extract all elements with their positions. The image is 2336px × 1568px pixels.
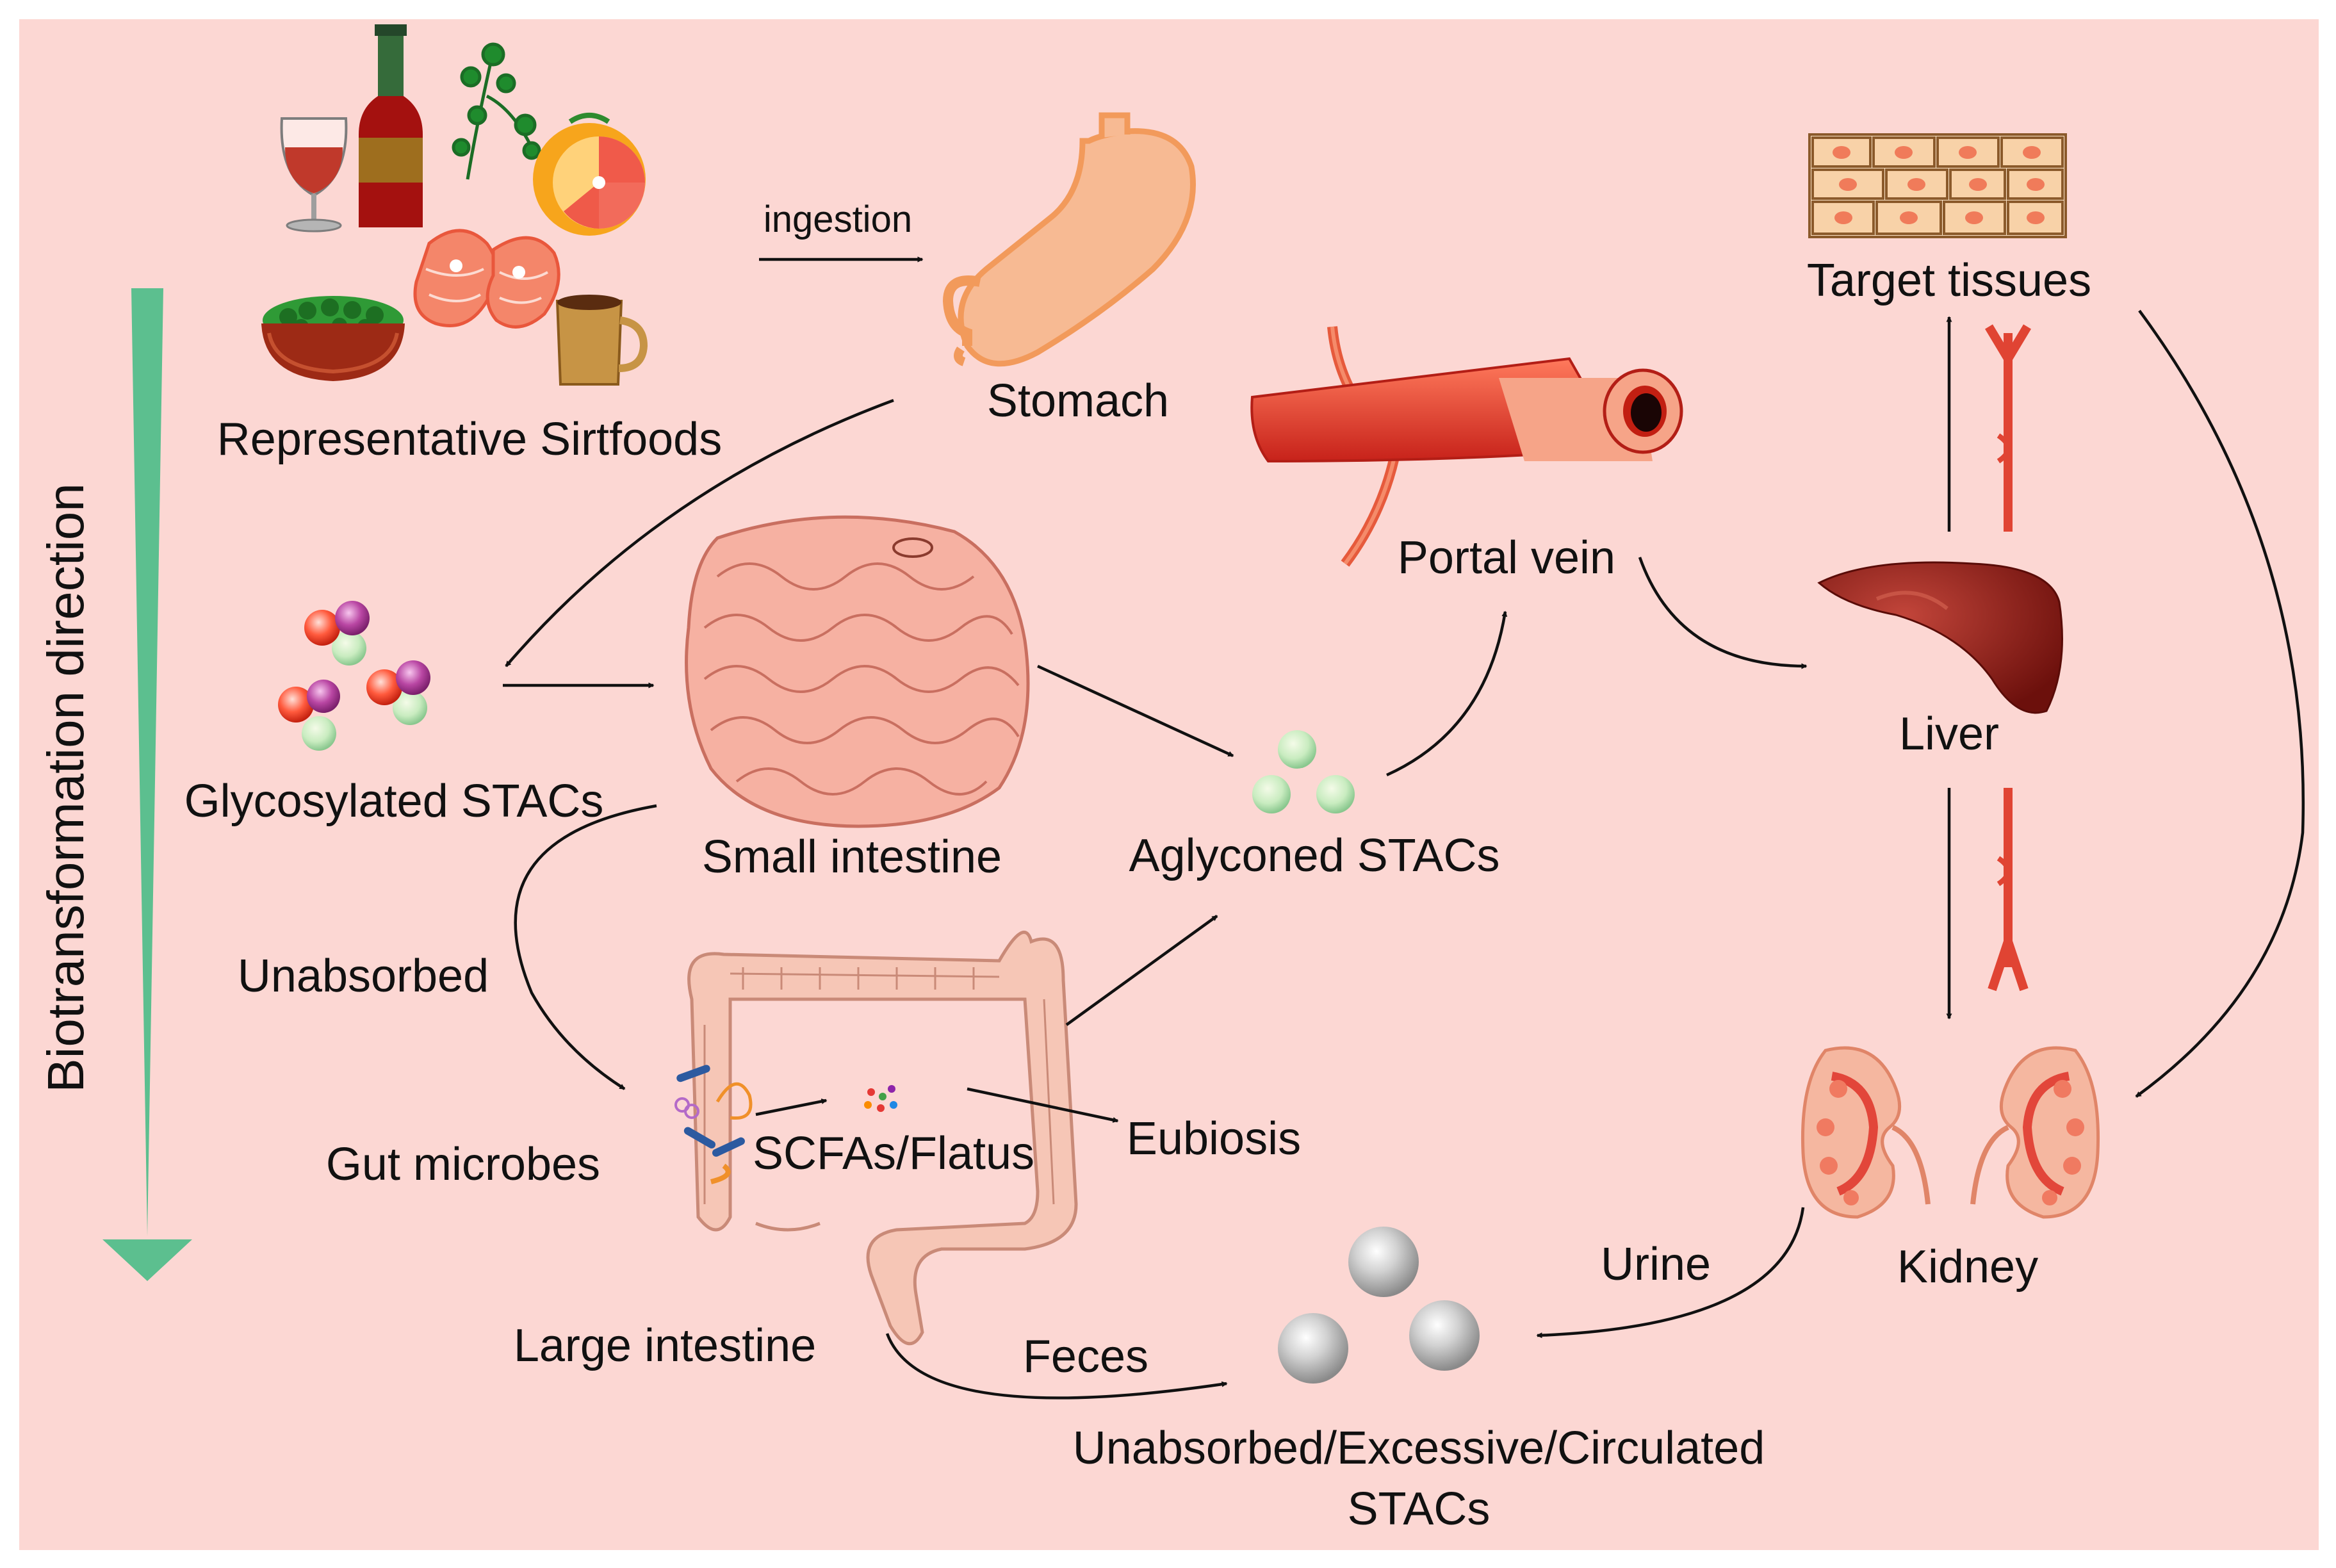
large-to-aglyconed-arrow <box>1065 915 1218 1026</box>
feces-label: Feces <box>1023 1331 1148 1382</box>
liver-icon <box>1817 561 2063 714</box>
portal-to-liver-arrow <box>1638 557 1808 669</box>
target-tissues-label: Target tissues <box>1807 255 2091 306</box>
liver-label: Liver <box>1899 708 1999 760</box>
urine-label: Urine <box>1601 1239 1711 1290</box>
scfas-to-eubiosis-arrow <box>967 1087 1119 1123</box>
kidney-label: Kidney <box>1897 1241 2038 1293</box>
direction-arrow <box>102 288 192 1281</box>
aglyconed-to-portal-arrow <box>1386 610 1508 777</box>
small-intestine-icon <box>685 515 1030 828</box>
tissues-to-kidney-arrow <box>2135 309 2305 1098</box>
gut-microbes-icon <box>674 1065 753 1184</box>
large-to-excreted-arrow <box>885 1333 1228 1400</box>
large-intestine-label: Large intestine <box>514 1320 816 1371</box>
large-intestine-icon <box>674 931 1078 1346</box>
aglyconed-label: Aglyconed STACs <box>1129 830 1500 881</box>
blood-vessel-lower-icon <box>1988 788 2029 992</box>
salmon-steak-icon <box>413 229 560 329</box>
glycosylated-stacs-icon <box>278 601 430 751</box>
excreted-label-line1: Unabsorbed/Excessive/Circulated <box>1073 1423 1765 1474</box>
eubiosis-label: Eubiosis <box>1127 1113 1301 1164</box>
stomach-icon <box>942 112 1196 367</box>
direction-label: Biotransformation direction <box>37 483 94 1093</box>
kidney-to-excreted-arrow <box>1536 1207 1805 1339</box>
gut-microbes-label: Gut microbes <box>326 1139 600 1190</box>
kale-bowl-icon <box>261 296 405 381</box>
tissue-cells-icon <box>1808 133 2067 238</box>
excreted-stacs-icon <box>1278 1227 1480 1384</box>
unabsorbed-arrow <box>514 804 657 1090</box>
coffee-mug-icon <box>555 295 648 386</box>
ingestion-label: ingestion <box>764 199 912 240</box>
excreted-label-line2: STACs <box>1348 1483 1491 1535</box>
kidneys-icon <box>1801 1046 2100 1219</box>
blood-vessel-upper-icon <box>1984 324 2032 532</box>
background-panel <box>19 19 2319 1550</box>
stomach-label: Stomach <box>987 375 1169 427</box>
aglyconed-stacs-icon <box>1252 730 1355 813</box>
stomach-to-glyco-arrow <box>505 398 894 667</box>
wine-glass-icon <box>280 117 348 233</box>
portal-vein-icon <box>1250 326 1683 567</box>
microbes-to-scfas-arrow <box>755 1098 828 1116</box>
unabsorbed-label: Unabsorbed <box>238 951 489 1002</box>
scfas-label: SCFAs/Flatus <box>753 1128 1034 1179</box>
parsley-icon <box>452 42 541 180</box>
sirtfoods-label: Representative Sirtfoods <box>217 414 722 465</box>
portal-vein-label: Portal vein <box>1398 532 1615 584</box>
small-to-aglyconed-arrow <box>1037 664 1234 758</box>
wine-bottle-icon <box>359 24 423 227</box>
glycosylated-label: Glycosylated STACs <box>184 776 604 827</box>
scfas-particles-icon <box>864 1085 897 1112</box>
grapefruit-icon <box>533 113 646 236</box>
small-intestine-label: Small intestine <box>702 831 1002 883</box>
